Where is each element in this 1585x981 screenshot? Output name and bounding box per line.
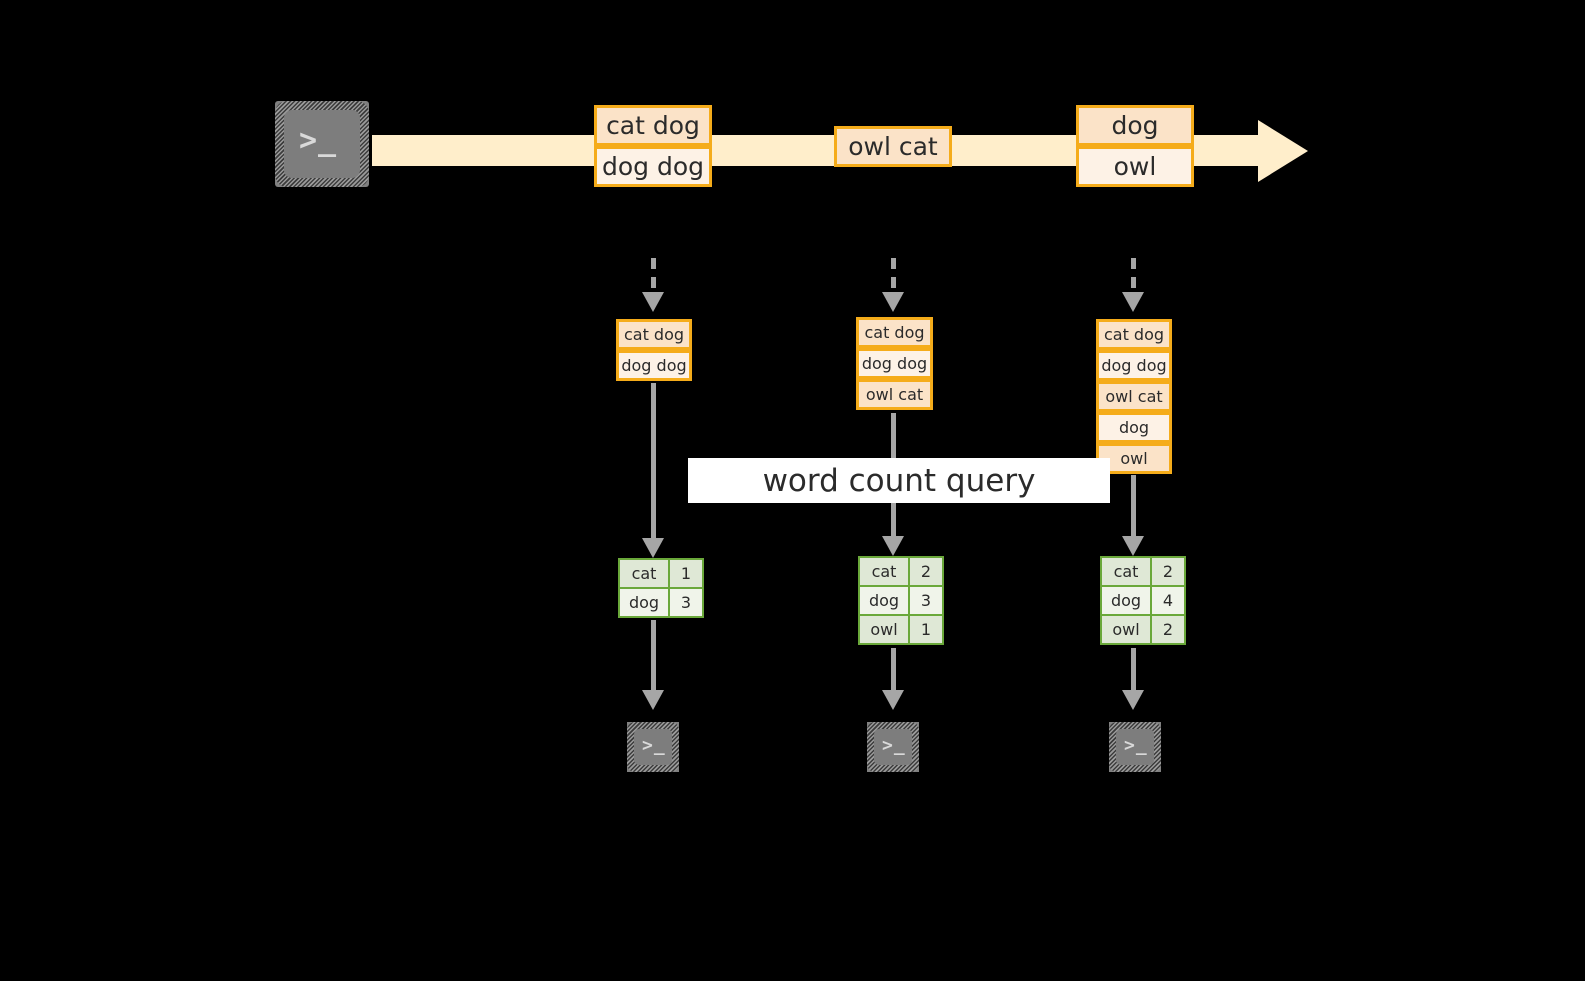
terminal-face	[284, 110, 360, 178]
snapshot-2-result-table: cat 2 dog 3 owl 1	[858, 556, 944, 645]
terminal-face	[1116, 729, 1154, 765]
result-count: 1	[908, 614, 944, 645]
dashed-connector-3-arrowhead-icon	[1122, 292, 1144, 312]
query-label-band: word count query	[688, 458, 1110, 503]
terminal-prompt-glyph: >_	[642, 735, 666, 756]
query-connector-2-arrowhead-icon	[882, 536, 904, 556]
query-connector-3	[1131, 475, 1136, 541]
stream-record: owl	[1076, 146, 1194, 187]
table-row: cat 1	[618, 558, 704, 589]
result-word: dog	[618, 587, 670, 618]
result-word: owl	[858, 614, 910, 645]
stream-record: owl cat	[834, 126, 952, 167]
dashed-connector-2-arrowhead-icon	[882, 292, 904, 312]
sink-terminal-icon-2: >_	[858, 713, 928, 781]
result-word: cat	[618, 558, 670, 589]
stream-record-group-1: cat dog dog dog	[594, 105, 712, 187]
snapshot-record: dog dog	[856, 348, 933, 379]
snapshot-record: owl cat	[1096, 381, 1172, 412]
terminal-face	[634, 729, 672, 765]
query-connector-1	[651, 383, 656, 541]
snapshot-record: dog dog	[1096, 350, 1172, 381]
stream-record-group-3: dog owl	[1076, 105, 1194, 187]
sink-connector-1-arrowhead-icon	[642, 690, 664, 710]
table-row: cat 2	[1100, 556, 1186, 587]
result-count: 1	[668, 558, 704, 589]
snapshot-3-result-table: cat 2 dog 4 owl 2	[1100, 556, 1186, 645]
result-word: dog	[1100, 585, 1152, 616]
dashed-connector-1-arrowhead-icon	[642, 292, 664, 312]
snapshot-record: cat dog	[616, 319, 692, 350]
terminal-prompt-glyph: >_	[1124, 735, 1148, 756]
snapshot-record: cat dog	[856, 317, 933, 348]
table-row: cat 2	[858, 556, 944, 587]
stream-record: dog	[1076, 105, 1194, 146]
result-count: 4	[1150, 585, 1186, 616]
sink-connector-2	[891, 648, 896, 692]
stream-record: cat dog	[594, 105, 712, 146]
terminal-face	[874, 729, 912, 765]
sink-terminal-icon-3: >_	[1100, 713, 1170, 781]
terminal-prompt-glyph: >_	[299, 123, 338, 158]
table-row: dog 4	[1100, 585, 1186, 616]
snapshot-record: dog	[1096, 412, 1172, 443]
snapshot-3-input-records: cat dog dog dog owl cat dog owl	[1096, 319, 1172, 474]
sink-terminal-icon-1: >_	[618, 713, 688, 781]
result-count: 2	[908, 556, 944, 587]
snapshot-record: owl cat	[856, 379, 933, 410]
result-word: dog	[858, 585, 910, 616]
snapshot-record: dog dog	[616, 350, 692, 381]
result-word: cat	[1100, 556, 1152, 587]
stream-arrow-head-icon	[1258, 120, 1308, 182]
result-count: 3	[908, 585, 944, 616]
table-row: owl 2	[1100, 614, 1186, 645]
sink-connector-1	[651, 620, 656, 692]
snapshot-record: cat dog	[1096, 319, 1172, 350]
sink-connector-2-arrowhead-icon	[882, 690, 904, 710]
table-row: dog 3	[858, 585, 944, 616]
dashed-connector-1	[651, 258, 656, 294]
result-count: 3	[668, 587, 704, 618]
result-word: owl	[1100, 614, 1152, 645]
result-count: 2	[1150, 556, 1186, 587]
dashed-connector-3	[1131, 258, 1136, 294]
snapshot-1-input-records: cat dog dog dog	[616, 319, 692, 381]
sink-connector-3	[1131, 648, 1136, 692]
table-row: owl 1	[858, 614, 944, 645]
sink-connector-3-arrowhead-icon	[1122, 690, 1144, 710]
stream-record-group-2: owl cat	[834, 126, 952, 167]
table-row: dog 3	[618, 587, 704, 618]
source-terminal-icon: >_	[266, 92, 378, 196]
dashed-connector-2	[891, 258, 896, 294]
result-word: cat	[858, 556, 910, 587]
result-count: 2	[1150, 614, 1186, 645]
terminal-prompt-glyph: >_	[882, 735, 906, 756]
stream-record: dog dog	[594, 146, 712, 187]
query-connector-3-arrowhead-icon	[1122, 536, 1144, 556]
query-connector-1-arrowhead-icon	[642, 538, 664, 558]
snapshot-2-input-records: cat dog dog dog owl cat	[856, 317, 933, 410]
query-label: word count query	[762, 462, 1036, 499]
snapshot-1-result-table: cat 1 dog 3	[618, 558, 704, 618]
